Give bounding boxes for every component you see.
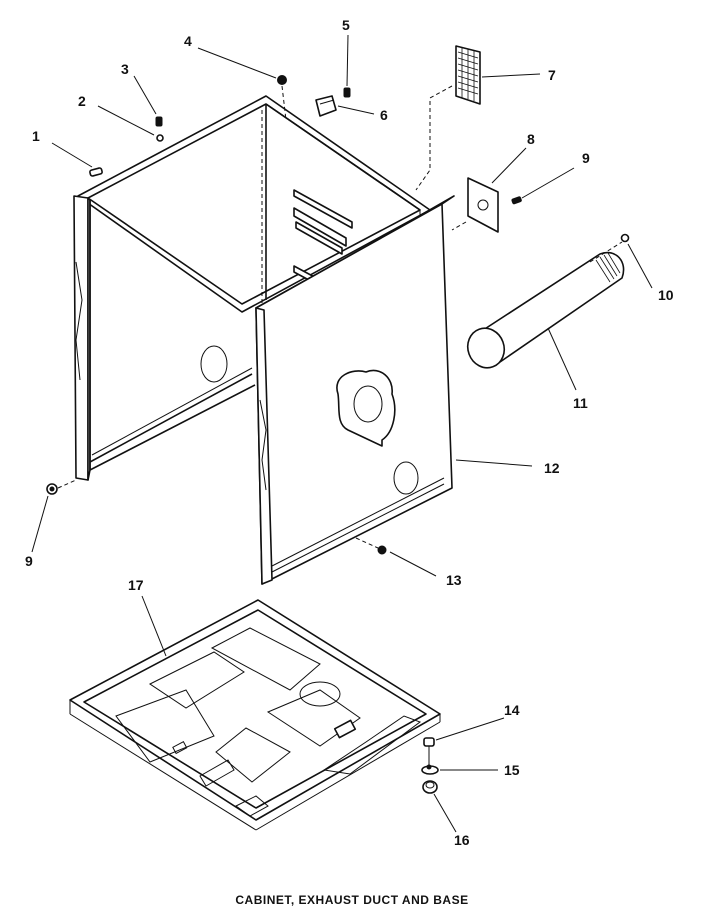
- duct-plate: [451, 177, 522, 233]
- callout-9-left: 9: [25, 553, 33, 569]
- callout-3: 3: [121, 61, 129, 77]
- callout-13: 13: [446, 572, 462, 588]
- side-screw: [46, 479, 77, 495]
- callout-1: 1: [32, 128, 40, 144]
- callout-17: 17: [128, 577, 144, 593]
- callout-9-right: 9: [582, 150, 590, 166]
- callout-16: 16: [454, 832, 470, 848]
- bottom-screw: [355, 537, 387, 555]
- top-hardware: [89, 75, 351, 177]
- callout-10: 10: [658, 287, 674, 303]
- callout-2: 2: [78, 93, 86, 109]
- callout-labels: 1 2 3 4 5 6 7 8 9 9 10 11 12 13 14 15 16…: [25, 17, 674, 848]
- callout-15: 15: [504, 762, 520, 778]
- lint-screen: [415, 45, 481, 191]
- leveling-leg: [421, 737, 439, 794]
- exhaust-duct: [466, 233, 630, 369]
- dryer-base: [69, 599, 441, 831]
- diagram-caption: CABINET, EXHAUST DUCT AND BASE: [235, 893, 469, 907]
- callout-8: 8: [527, 131, 535, 147]
- callout-12: 12: [544, 460, 560, 476]
- callout-4: 4: [184, 33, 192, 49]
- callout-11: 11: [573, 395, 588, 411]
- callout-5: 5: [342, 17, 350, 33]
- callout-6: 6: [380, 107, 388, 123]
- callout-14: 14: [504, 702, 520, 718]
- front-panel: [255, 195, 455, 585]
- cabinet-shell: [73, 95, 431, 481]
- leader-lines: [31, 34, 653, 833]
- callout-7: 7: [548, 67, 556, 83]
